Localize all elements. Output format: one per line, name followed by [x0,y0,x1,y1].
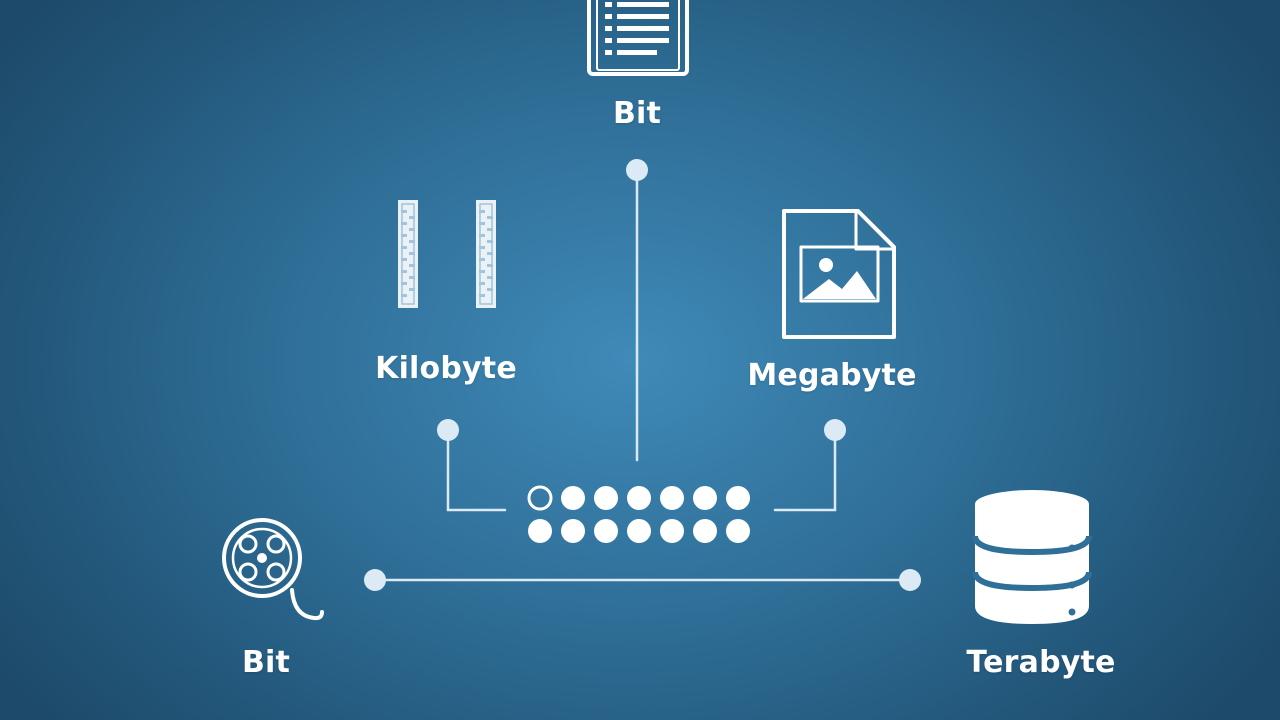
dot-grid-cell [660,519,684,543]
dot-grid-cell [561,519,585,543]
connector-node-top [626,159,648,181]
connector-left [446,428,507,512]
connector-nodes [364,159,921,591]
connector-node-bottom-left [364,569,386,591]
dot-grid-cell [594,486,618,510]
node-label-kilobyte: Kilobyte [375,351,517,386]
memory-stick [476,200,496,308]
memory-stick [398,200,418,308]
connectors [373,168,912,582]
connector-node-bottom-right [899,569,921,591]
dot-grid-cell [527,485,553,511]
dot-grid-cell [627,486,651,510]
image-file-icon [782,209,896,339]
dot-grid-cell [693,486,717,510]
dot-grid-cell [594,519,618,543]
node-label-terabyte: Terabyte [966,645,1116,680]
dot-grid-cell [693,519,717,543]
node-label-bit-top: Bit [612,96,662,131]
dot-grid-cell [528,519,552,543]
film-reel-icon [222,518,324,621]
document-list-icon [587,0,689,76]
connector-right [773,428,837,512]
connector-node-right [824,419,846,441]
database-icon [972,490,1092,624]
connector-node-left [437,419,459,441]
dot-grid-cell [660,486,684,510]
dot-grid-cell [726,486,750,510]
dot-grid-cell [726,519,750,543]
dot-grid-icon [527,485,750,543]
dot-grid-cell [561,486,585,510]
dot-grid-cell [627,519,651,543]
node-label-megabyte: Megabyte [747,358,917,393]
node-label-bit-bottom: Bit [241,645,291,680]
memory-stick-icon [398,200,496,308]
